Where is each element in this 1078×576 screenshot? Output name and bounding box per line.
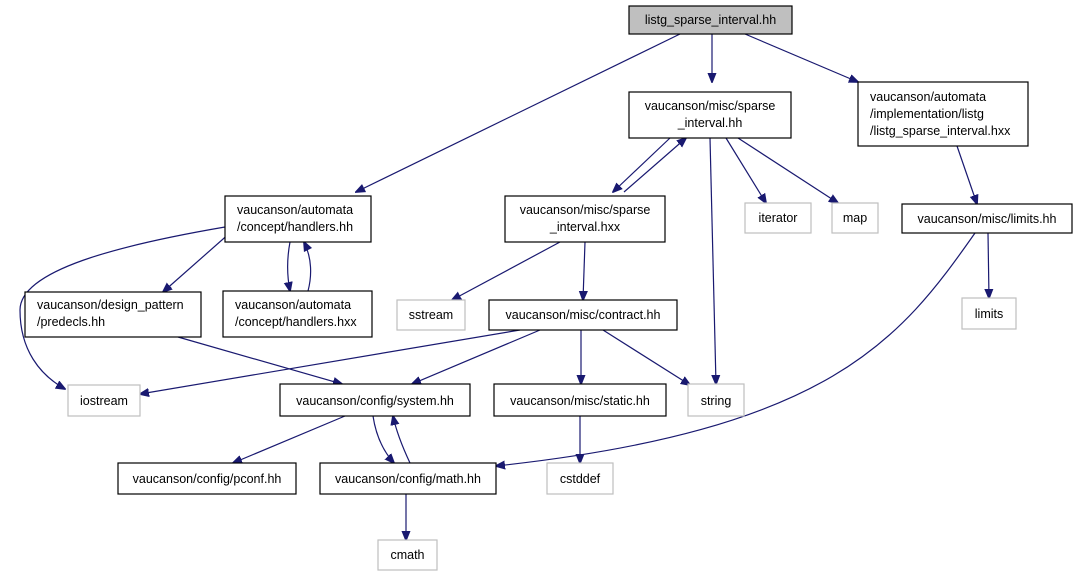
edge-sparse-hxx-contract	[583, 241, 585, 300]
node-label: vaucanson/config/system.hh	[296, 394, 454, 408]
edge-root-impl-hxx	[744, 33, 858, 82]
node-label: vaucanson/misc/contract.hh	[506, 308, 661, 322]
node-cstddef[interactable]: cstddef	[546, 462, 614, 495]
edge-limits-hh-limits	[988, 232, 989, 298]
node-contract-hh[interactable]: vaucanson/misc/contract.hh	[488, 299, 678, 331]
node-label: string	[701, 394, 732, 408]
edge-contract-iostream	[140, 329, 521, 394]
node-label: map	[843, 211, 867, 225]
edge-sparse-hh-string	[709, 137, 716, 384]
edge-contract-system	[412, 329, 541, 384]
node-label: vaucanson/misc/limits.hh	[918, 212, 1057, 226]
node-label: _interval.hxx	[549, 220, 621, 234]
edge-sparse-hxx-sparse-hh	[623, 138, 686, 193]
node-limits-hh[interactable]: vaucanson/misc/limits.hh	[901, 203, 1073, 234]
edge-handlers-hh-predecls	[163, 231, 232, 292]
dependency-edges	[19, 33, 989, 540]
node-label: /listg_sparse_interval.hxx	[870, 124, 1011, 138]
edge-sparse-hxx-sstream	[452, 241, 561, 300]
node-label: _interval.hh	[677, 116, 743, 130]
node-label: vaucanson/misc/sparse	[645, 99, 776, 113]
node-iterator[interactable]: iterator	[744, 202, 812, 234]
node-label: vaucanson/automata	[870, 90, 986, 104]
edge-sparse-hh-sparse-hxx	[613, 137, 671, 192]
edge-sparse-hh-map	[737, 137, 838, 203]
edge-math-system	[393, 416, 411, 464]
node-string[interactable]: string	[687, 383, 745, 417]
edge-handlers-hh-handlers-hxx	[288, 241, 290, 291]
node-sstream[interactable]: sstream	[396, 299, 466, 331]
node-iostream[interactable]: iostream	[67, 384, 141, 417]
node-label: cmath	[390, 548, 424, 562]
node-sparse-interval-hh[interactable]: vaucanson/misc/sparse _interval.hh	[628, 91, 792, 139]
node-label: limits	[975, 307, 1003, 321]
node-label: vaucanson/config/pconf.hh	[133, 472, 282, 486]
node-label: vaucanson/design_pattern	[37, 298, 184, 312]
edge-contract-string	[602, 329, 690, 385]
node-label: vaucanson/automata	[237, 203, 353, 217]
edge-system-math	[372, 415, 394, 463]
node-label: sstream	[409, 308, 453, 322]
node-label: /implementation/listg	[870, 107, 984, 121]
edge-predecls-system	[177, 336, 342, 384]
node-label: iterator	[759, 211, 798, 225]
node-cmath[interactable]: cmath	[377, 539, 438, 571]
edge-root-handlers-hh	[356, 33, 681, 192]
node-handlers-hh[interactable]: vaucanson/automata /concept/handlers.hh	[224, 195, 372, 243]
node-math-hh[interactable]: vaucanson/config/math.hh	[319, 462, 497, 495]
edge-impl-hxx-limits-hh	[956, 145, 977, 204]
node-label: /concept/handlers.hh	[237, 220, 353, 234]
node-label: /concept/handlers.hxx	[235, 315, 357, 329]
node-predecls-hh[interactable]: vaucanson/design_pattern /predecls.hh	[24, 291, 202, 338]
node-label: vaucanson/misc/static.hh	[510, 394, 650, 408]
node-sparse-interval-hxx[interactable]: vaucanson/misc/sparse _interval.hxx	[504, 195, 666, 243]
edge-system-pconf	[233, 415, 346, 463]
node-limits[interactable]: limits	[961, 297, 1017, 330]
node-label: vaucanson/automata	[235, 298, 351, 312]
node-system-hh[interactable]: vaucanson/config/system.hh	[279, 383, 471, 417]
edge-handlers-hh-iostream	[19, 226, 226, 389]
node-label: vaucanson/config/math.hh	[335, 472, 481, 486]
node-label: iostream	[80, 394, 128, 408]
edge-handlers-hxx-handlers-hh	[304, 242, 311, 292]
node-handlers-hxx[interactable]: vaucanson/automata /concept/handlers.hxx	[222, 290, 373, 338]
node-map[interactable]: map	[831, 202, 879, 234]
node-label: listg_sparse_interval.hh	[645, 13, 776, 27]
node-listg-sparse-interval-hxx[interactable]: vaucanson/automata /implementation/listg…	[857, 81, 1029, 147]
node-root[interactable]: listg_sparse_interval.hh	[628, 5, 793, 35]
edge-limits-hh-math	[496, 232, 976, 466]
node-label: /predecls.hh	[37, 315, 105, 329]
node-pconf-hh[interactable]: vaucanson/config/pconf.hh	[117, 462, 297, 495]
node-label: cstddef	[560, 472, 601, 486]
edge-sparse-hh-iterator	[725, 137, 766, 203]
node-label: vaucanson/misc/sparse	[520, 203, 651, 217]
node-static-hh[interactable]: vaucanson/misc/static.hh	[493, 383, 667, 417]
